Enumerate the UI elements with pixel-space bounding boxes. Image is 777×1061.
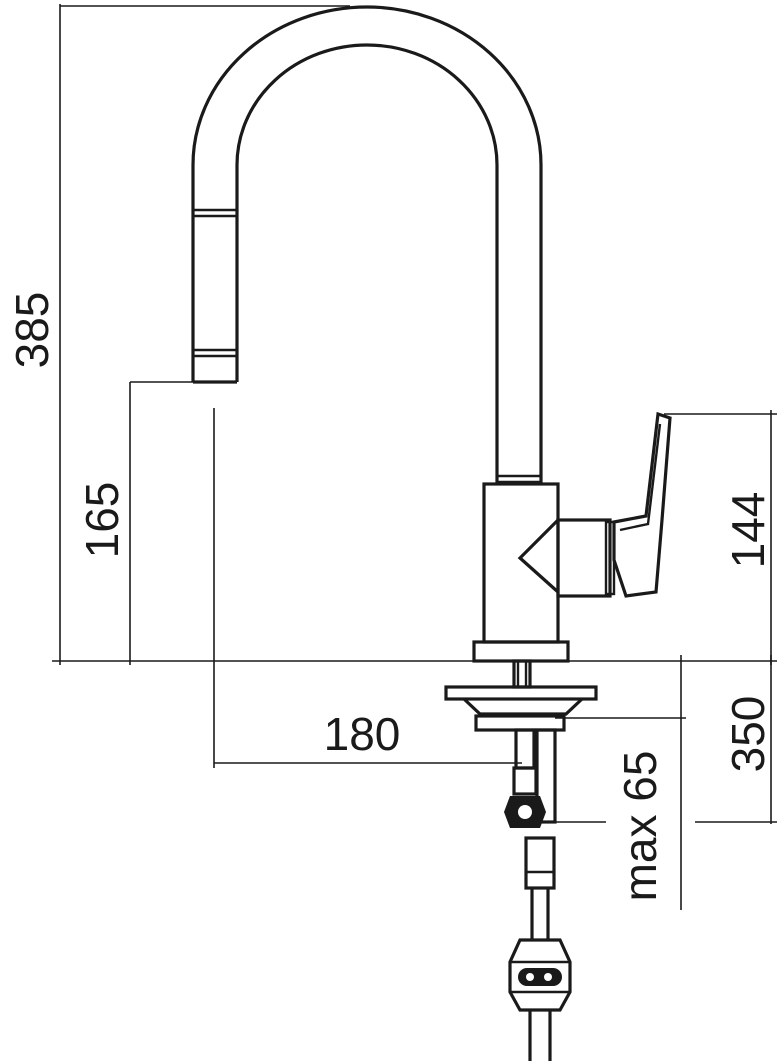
dim-label-max-65: max 65 bbox=[614, 751, 666, 902]
faucet-body bbox=[472, 482, 616, 663]
dim-label-144: 144 bbox=[722, 492, 774, 569]
pull-out-hose bbox=[508, 836, 572, 1061]
dim-label-165: 165 bbox=[76, 482, 128, 559]
dim-label-385: 385 bbox=[6, 292, 58, 369]
dim-label-350: 350 bbox=[722, 696, 774, 773]
lever-handle bbox=[612, 411, 672, 598]
dim-label-180: 180 bbox=[324, 708, 401, 760]
faucet-spout bbox=[191, 5, 543, 484]
mounting-assembly bbox=[444, 659, 598, 828]
dimension-lines bbox=[52, 4, 777, 910]
